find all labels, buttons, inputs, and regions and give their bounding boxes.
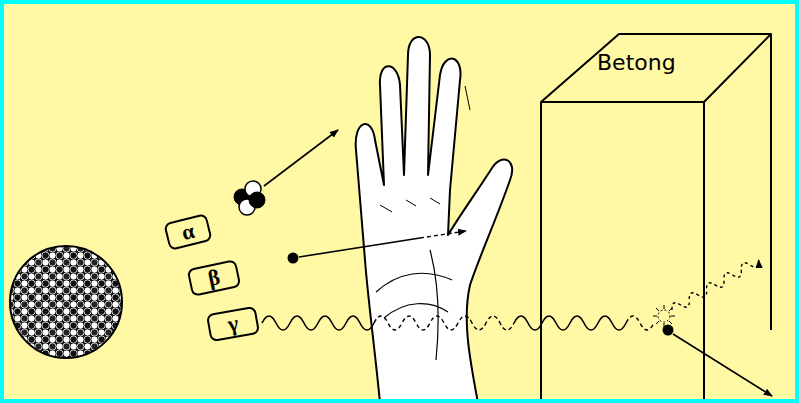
gamma-wave [262,316,374,330]
beta-path-dashed [420,231,466,238]
electron-path-arrow [673,334,772,396]
hand-illustration [356,37,512,403]
nucleon [249,192,265,208]
alpha-label-box: α [163,213,212,251]
gamma-wave-dashed [626,316,654,330]
material-label: Betong [597,50,676,75]
hand-outline [356,37,512,403]
gamma-wave-dashed [374,316,514,330]
alpha-particle [234,181,265,215]
gamma-wave-dashed [670,256,762,315]
cube-edge [704,34,771,102]
cube-outline [537,30,777,403]
atomic-nucleus [10,246,122,358]
finger-crease [380,86,470,212]
gamma-label-box: γ [206,306,260,342]
ejected-electron [663,325,674,336]
palm-line [430,250,438,360]
scattered-gamma [670,256,762,315]
concrete-block: Betong [537,30,777,403]
cube-edge [541,34,771,403]
gamma-wave [514,316,626,330]
alpha-path-arrow [264,130,338,186]
beta-path [299,238,420,257]
radiation-symbol: α [179,220,196,244]
palm-line [376,273,452,292]
radiation-symbol: β [206,266,222,290]
beta-label-box: β [187,259,242,297]
beta-electron [288,253,299,264]
radiation-symbol: γ [226,312,240,335]
burst-ring [658,310,670,322]
cube-edge [541,102,704,403]
